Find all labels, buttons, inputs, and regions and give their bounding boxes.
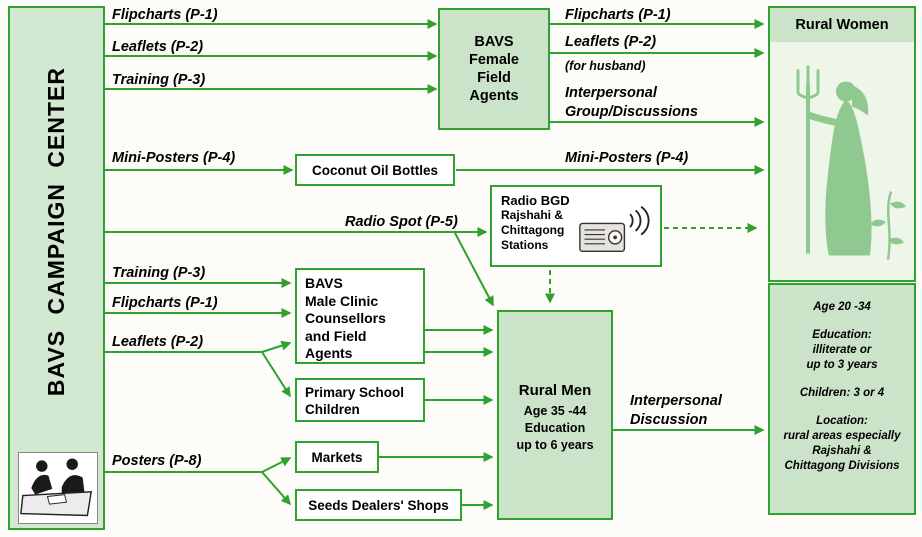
primary-school-box: Primary School Children — [295, 378, 425, 422]
profile-children: Children: 3 or 4 — [799, 387, 885, 399]
channel-label-leaflets-top: Leaflets (P-2) — [112, 39, 204, 55]
rural-women-title: Rural Women — [795, 17, 889, 33]
radio-bgd-line: Chittagong — [501, 223, 565, 237]
channel-label-group-discussions: Group/Discussions — [565, 104, 698, 120]
radio-bgd-title: Radio BGD — [501, 193, 570, 208]
channel-label-mini-posters-left: Mini-Posters (P-4) — [112, 150, 236, 166]
profile-education-line: up to 3 years — [806, 359, 878, 371]
markets-box: Markets — [295, 441, 379, 473]
male-counsellors-line: Agents — [305, 345, 353, 361]
female-agents-line: Agents — [469, 88, 519, 104]
campaign-center-panel: BAVS CAMPAIGN CENTER — [8, 6, 105, 530]
channel-label-posters: Posters (P-8) — [112, 453, 202, 469]
channel-label-flipcharts-right: Flipcharts (P-1) — [565, 7, 671, 23]
female-field-agents-box: BAVS Female Field Agents — [438, 8, 550, 130]
profile-location-line: Chittagong Divisions — [784, 460, 900, 472]
rural-women-profile-box: Age 20 -34 Education: illiterate or up t… — [768, 283, 916, 515]
radio-bgd-line: Stations — [501, 238, 549, 252]
radio-bgd-text: Radio BGD Rajshahi & Chittagong Stations — [501, 193, 570, 253]
people-at-desk-illustration — [19, 453, 95, 521]
radio-icon — [579, 205, 650, 252]
coconut-oil-bottles-label: Coconut Oil Bottles — [312, 162, 438, 178]
female-agents-line: BAVS — [474, 34, 514, 50]
channel-label-leaflets-mid: Leaflets (P-2) — [112, 334, 204, 350]
channel-label-mini-posters-right: Mini-Posters (P-4) — [565, 150, 689, 166]
channel-label-discussion: Discussion — [630, 412, 708, 428]
campaign-center-title-wrap: BAVS CAMPAIGN CENTER — [10, 8, 103, 456]
female-agents-line: Female — [469, 52, 519, 68]
rural-women-header: Rural Women — [770, 8, 914, 42]
rural-men-education-years: up to 6 years — [516, 438, 594, 452]
channel-label-flipcharts-mid: Flipcharts (P-1) — [112, 295, 218, 311]
profile-education-line: illiterate or — [812, 344, 872, 356]
female-agents-line: Field — [477, 70, 511, 86]
campaign-center-title: BAVS CAMPAIGN CENTER — [43, 67, 69, 397]
profile-location: Location: — [816, 415, 868, 427]
seeds-dealers-label: Seeds Dealers' Shops — [308, 497, 449, 513]
channel-label-training-top: Training (P-3) — [112, 72, 206, 88]
channel-label-leaflets-right: Leaflets (P-2) — [565, 34, 657, 50]
channel-label-flipcharts-top: Flipcharts (P-1) — [112, 7, 218, 23]
channel-label-for-husband: (for husband) — [565, 59, 646, 73]
male-counsellors-line: and Field — [305, 327, 367, 344]
profile-education: Education: — [812, 329, 872, 341]
coconut-oil-bottles-box: Coconut Oil Bottles — [295, 154, 455, 186]
rural-woman-illustration — [796, 65, 906, 260]
primary-school-line: Primary School — [305, 385, 405, 400]
male-counsellors-line: BAVS — [305, 275, 343, 291]
profile-location-line: Rajshahi & — [812, 445, 872, 457]
seeds-dealers-box: Seeds Dealers' Shops — [295, 489, 462, 521]
markets-label: Markets — [311, 449, 363, 465]
profile-age: Age 20 -34 — [813, 301, 871, 313]
profile-location-line: rural areas especially — [783, 430, 901, 442]
meeting-clipart — [18, 452, 98, 524]
channel-label-radio-spot: Radio Spot (P-5) — [345, 214, 458, 230]
primary-school-line: Children — [305, 402, 360, 417]
rural-men-box: Rural Men Age 35 -44 Education up to 6 y… — [497, 310, 613, 520]
male-counsellors-box: BAVS Male Clinic Counsellors and Field A… — [295, 268, 425, 364]
rural-men-title: Rural Men — [518, 382, 592, 399]
male-counsellors-line: Male Clinic — [305, 292, 379, 309]
male-counsellors-line: Counsellors — [305, 310, 386, 326]
channel-label-interpersonal: Interpersonal — [565, 85, 657, 101]
rural-men-education: Education — [524, 421, 586, 435]
rural-men-age: Age 35 -44 — [523, 404, 587, 418]
rural-women-box: Rural Women — [768, 6, 916, 282]
channel-label-interpersonal-2: Interpersonal — [630, 393, 722, 409]
radio-bgd-line: Rajshahi & — [501, 208, 564, 222]
channel-label-training-mid: Training (P-3) — [112, 265, 206, 281]
radio-bgd-box: Radio BGD Rajshahi & Chittagong Stations — [490, 185, 662, 267]
